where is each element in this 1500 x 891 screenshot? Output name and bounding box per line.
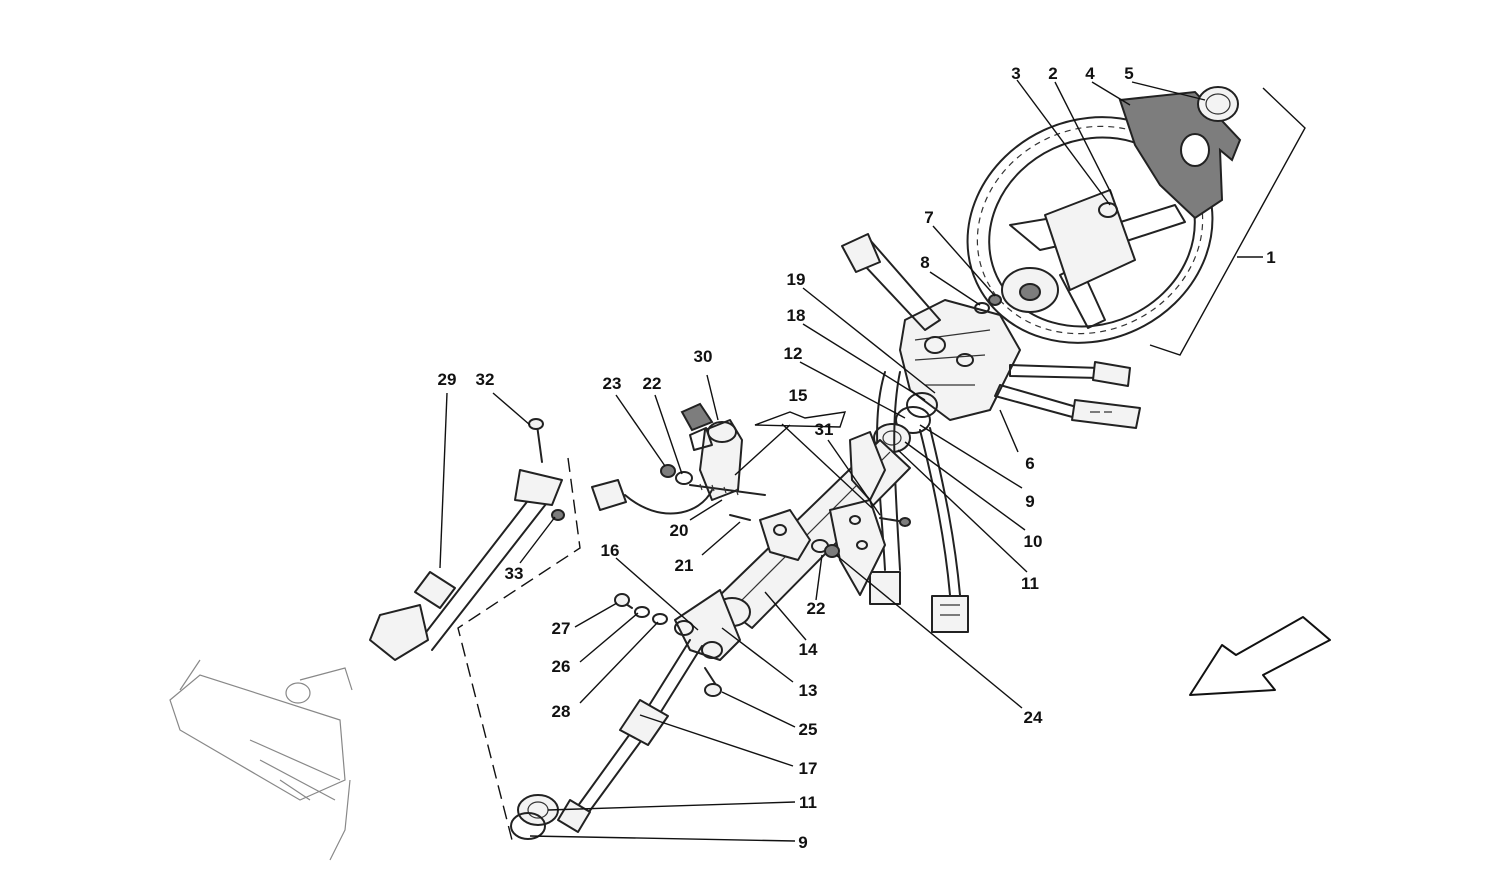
ring-9-upper <box>895 406 931 434</box>
ignition-mount-plate <box>759 509 811 561</box>
column-switch-assembly <box>899 299 1021 421</box>
callout-9-upper: 9 <box>1025 492 1034 511</box>
callout-23: 23 <box>603 374 622 393</box>
washer-22-upper <box>675 471 693 485</box>
callout-5: 5 <box>1124 64 1133 83</box>
leader-lines <box>439 79 1206 842</box>
lower-universal-shaft <box>369 469 563 661</box>
callout-21: 21 <box>675 556 694 575</box>
callout-14: 14 <box>799 640 818 659</box>
callout-labels: 3 2 4 5 1 7 8 19 18 12 6 9 10 11 30 23 2… <box>438 64 1276 852</box>
callout-22-upper: 22 <box>643 374 662 393</box>
callout-28: 28 <box>552 702 571 721</box>
bolt-32 <box>536 424 543 463</box>
callout-1: 1 <box>1266 248 1275 267</box>
callout-18: 18 <box>787 306 806 325</box>
bracket-1 <box>1149 87 1306 356</box>
callout-6: 6 <box>1025 454 1034 473</box>
callout-29: 29 <box>438 370 457 389</box>
callout-9-lower: 9 <box>798 833 807 852</box>
callout-12: 12 <box>784 344 803 363</box>
wiring-harness <box>869 371 969 633</box>
callout-2: 2 <box>1048 64 1057 83</box>
intermediate-shaft <box>557 639 703 833</box>
callout-22-lower: 22 <box>807 599 826 618</box>
ring-18 <box>906 392 938 418</box>
callout-11-upper: 11 <box>1021 574 1039 593</box>
steering-rack <box>169 659 353 861</box>
nut-24 <box>824 544 840 558</box>
forward-direction-arrow <box>1189 616 1331 696</box>
callout-20: 20 <box>670 521 689 540</box>
threaded-rod <box>689 483 766 521</box>
callout-25: 25 <box>799 720 818 739</box>
callout-19: 19 <box>787 270 806 289</box>
callout-17: 17 <box>799 759 818 778</box>
callout-31: 31 <box>815 420 834 439</box>
callout-15: 15 <box>789 386 808 405</box>
callout-26: 26 <box>552 657 571 676</box>
right-stalk-lever-lower <box>994 384 1141 429</box>
callout-27: 27 <box>552 619 571 638</box>
left-stalk-lever <box>841 233 941 331</box>
nut-23 <box>660 464 676 478</box>
horn-button <box>1197 86 1239 122</box>
washer-8 <box>974 302 990 314</box>
bolt-25 <box>704 667 717 686</box>
callout-3: 3 <box>1011 64 1020 83</box>
callout-32: 32 <box>476 370 495 389</box>
callout-4: 4 <box>1085 64 1095 83</box>
callout-13: 13 <box>799 681 818 700</box>
callout-30: 30 <box>694 347 713 366</box>
ignition-keys <box>680 402 714 451</box>
callout-10: 10 <box>1024 532 1043 551</box>
callout-33: 33 <box>505 564 524 583</box>
nut-7 <box>988 294 1002 306</box>
steering-wheel <box>966 116 1214 344</box>
washer-26 <box>634 606 650 618</box>
callout-16: 16 <box>601 541 620 560</box>
callout-8: 8 <box>920 253 929 272</box>
ignition-connector <box>591 479 713 515</box>
right-stalk-lever-upper <box>1009 361 1131 387</box>
callout-7: 7 <box>924 208 933 227</box>
washer-28 <box>652 613 668 625</box>
callout-11-lower: 11 <box>799 793 817 812</box>
circlip-9-lower <box>510 812 546 840</box>
assembly-boundary <box>457 457 581 841</box>
callout-24: 24 <box>1024 708 1043 727</box>
